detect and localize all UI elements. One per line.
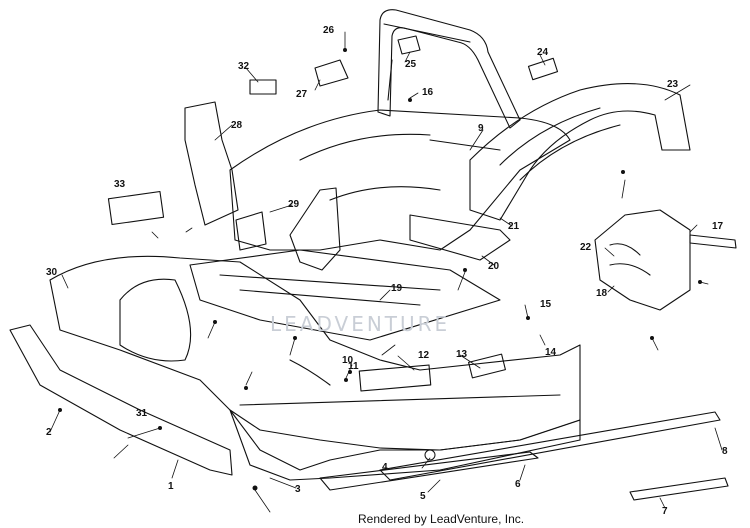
plate-25 bbox=[397, 35, 421, 55]
callout-30: 30 bbox=[46, 267, 58, 278]
callout-18: 18 bbox=[596, 288, 608, 299]
decal-24 bbox=[527, 57, 559, 81]
rear-body bbox=[229, 109, 571, 251]
front-body bbox=[49, 255, 581, 451]
decal-32 bbox=[249, 79, 277, 95]
mount-bracket bbox=[235, 211, 267, 251]
callout-1: 1 bbox=[168, 481, 174, 492]
callout-15: 15 bbox=[540, 299, 552, 310]
callout-7: 7 bbox=[662, 506, 668, 517]
callout-13: 13 bbox=[456, 349, 468, 360]
callout-5: 5 bbox=[420, 491, 426, 502]
callout-28: 28 bbox=[231, 120, 243, 131]
callout-31: 31 bbox=[136, 408, 148, 419]
side-rail-right bbox=[379, 411, 721, 481]
callout-2: 2 bbox=[46, 427, 52, 438]
callout-4: 4 bbox=[382, 462, 388, 473]
callout-3: 3 bbox=[295, 484, 301, 495]
lever bbox=[689, 234, 737, 249]
watermark-text: LEADVENTURE bbox=[270, 312, 451, 336]
decal-33 bbox=[107, 190, 165, 226]
callout-19: 19 bbox=[391, 283, 403, 294]
callout-6: 6 bbox=[515, 479, 521, 490]
side-rail-left bbox=[319, 451, 539, 491]
fender bbox=[469, 83, 691, 221]
trim-strip bbox=[629, 477, 729, 501]
side-panel bbox=[594, 209, 691, 311]
callout-11: 11 bbox=[348, 361, 359, 372]
callout-12: 12 bbox=[418, 350, 430, 361]
frame-rail bbox=[409, 214, 511, 261]
latch-27 bbox=[314, 59, 349, 87]
callout-32: 32 bbox=[238, 61, 250, 72]
callout-29: 29 bbox=[288, 199, 300, 210]
callout-8: 8 bbox=[722, 446, 728, 457]
callout-9: 9 bbox=[478, 123, 484, 134]
callout-10: 10 bbox=[342, 355, 354, 366]
render-credit: Rendered by LeadVenture, Inc. bbox=[358, 512, 525, 526]
front-bumper bbox=[9, 324, 233, 476]
callout-22: 22 bbox=[580, 242, 592, 253]
callout-16: 16 bbox=[422, 87, 434, 98]
decal-12 bbox=[358, 364, 432, 392]
callout-26: 26 bbox=[323, 25, 335, 36]
side-bracket bbox=[184, 101, 239, 226]
roll-bar bbox=[377, 9, 521, 129]
callout-25: 25 bbox=[405, 59, 417, 70]
callout-23: 23 bbox=[667, 79, 679, 90]
dash-tower bbox=[289, 187, 341, 271]
callout-17: 17 bbox=[712, 221, 724, 232]
lower-skirt bbox=[229, 409, 581, 481]
callout-33: 33 bbox=[114, 179, 126, 190]
callout-20: 20 bbox=[488, 261, 500, 272]
callout-21: 21 bbox=[508, 221, 520, 232]
decal-13 bbox=[468, 353, 506, 379]
callout-24: 24 bbox=[537, 47, 549, 58]
callout-14: 14 bbox=[545, 347, 557, 358]
floor-pan bbox=[189, 249, 501, 341]
callout-27: 27 bbox=[296, 89, 308, 100]
